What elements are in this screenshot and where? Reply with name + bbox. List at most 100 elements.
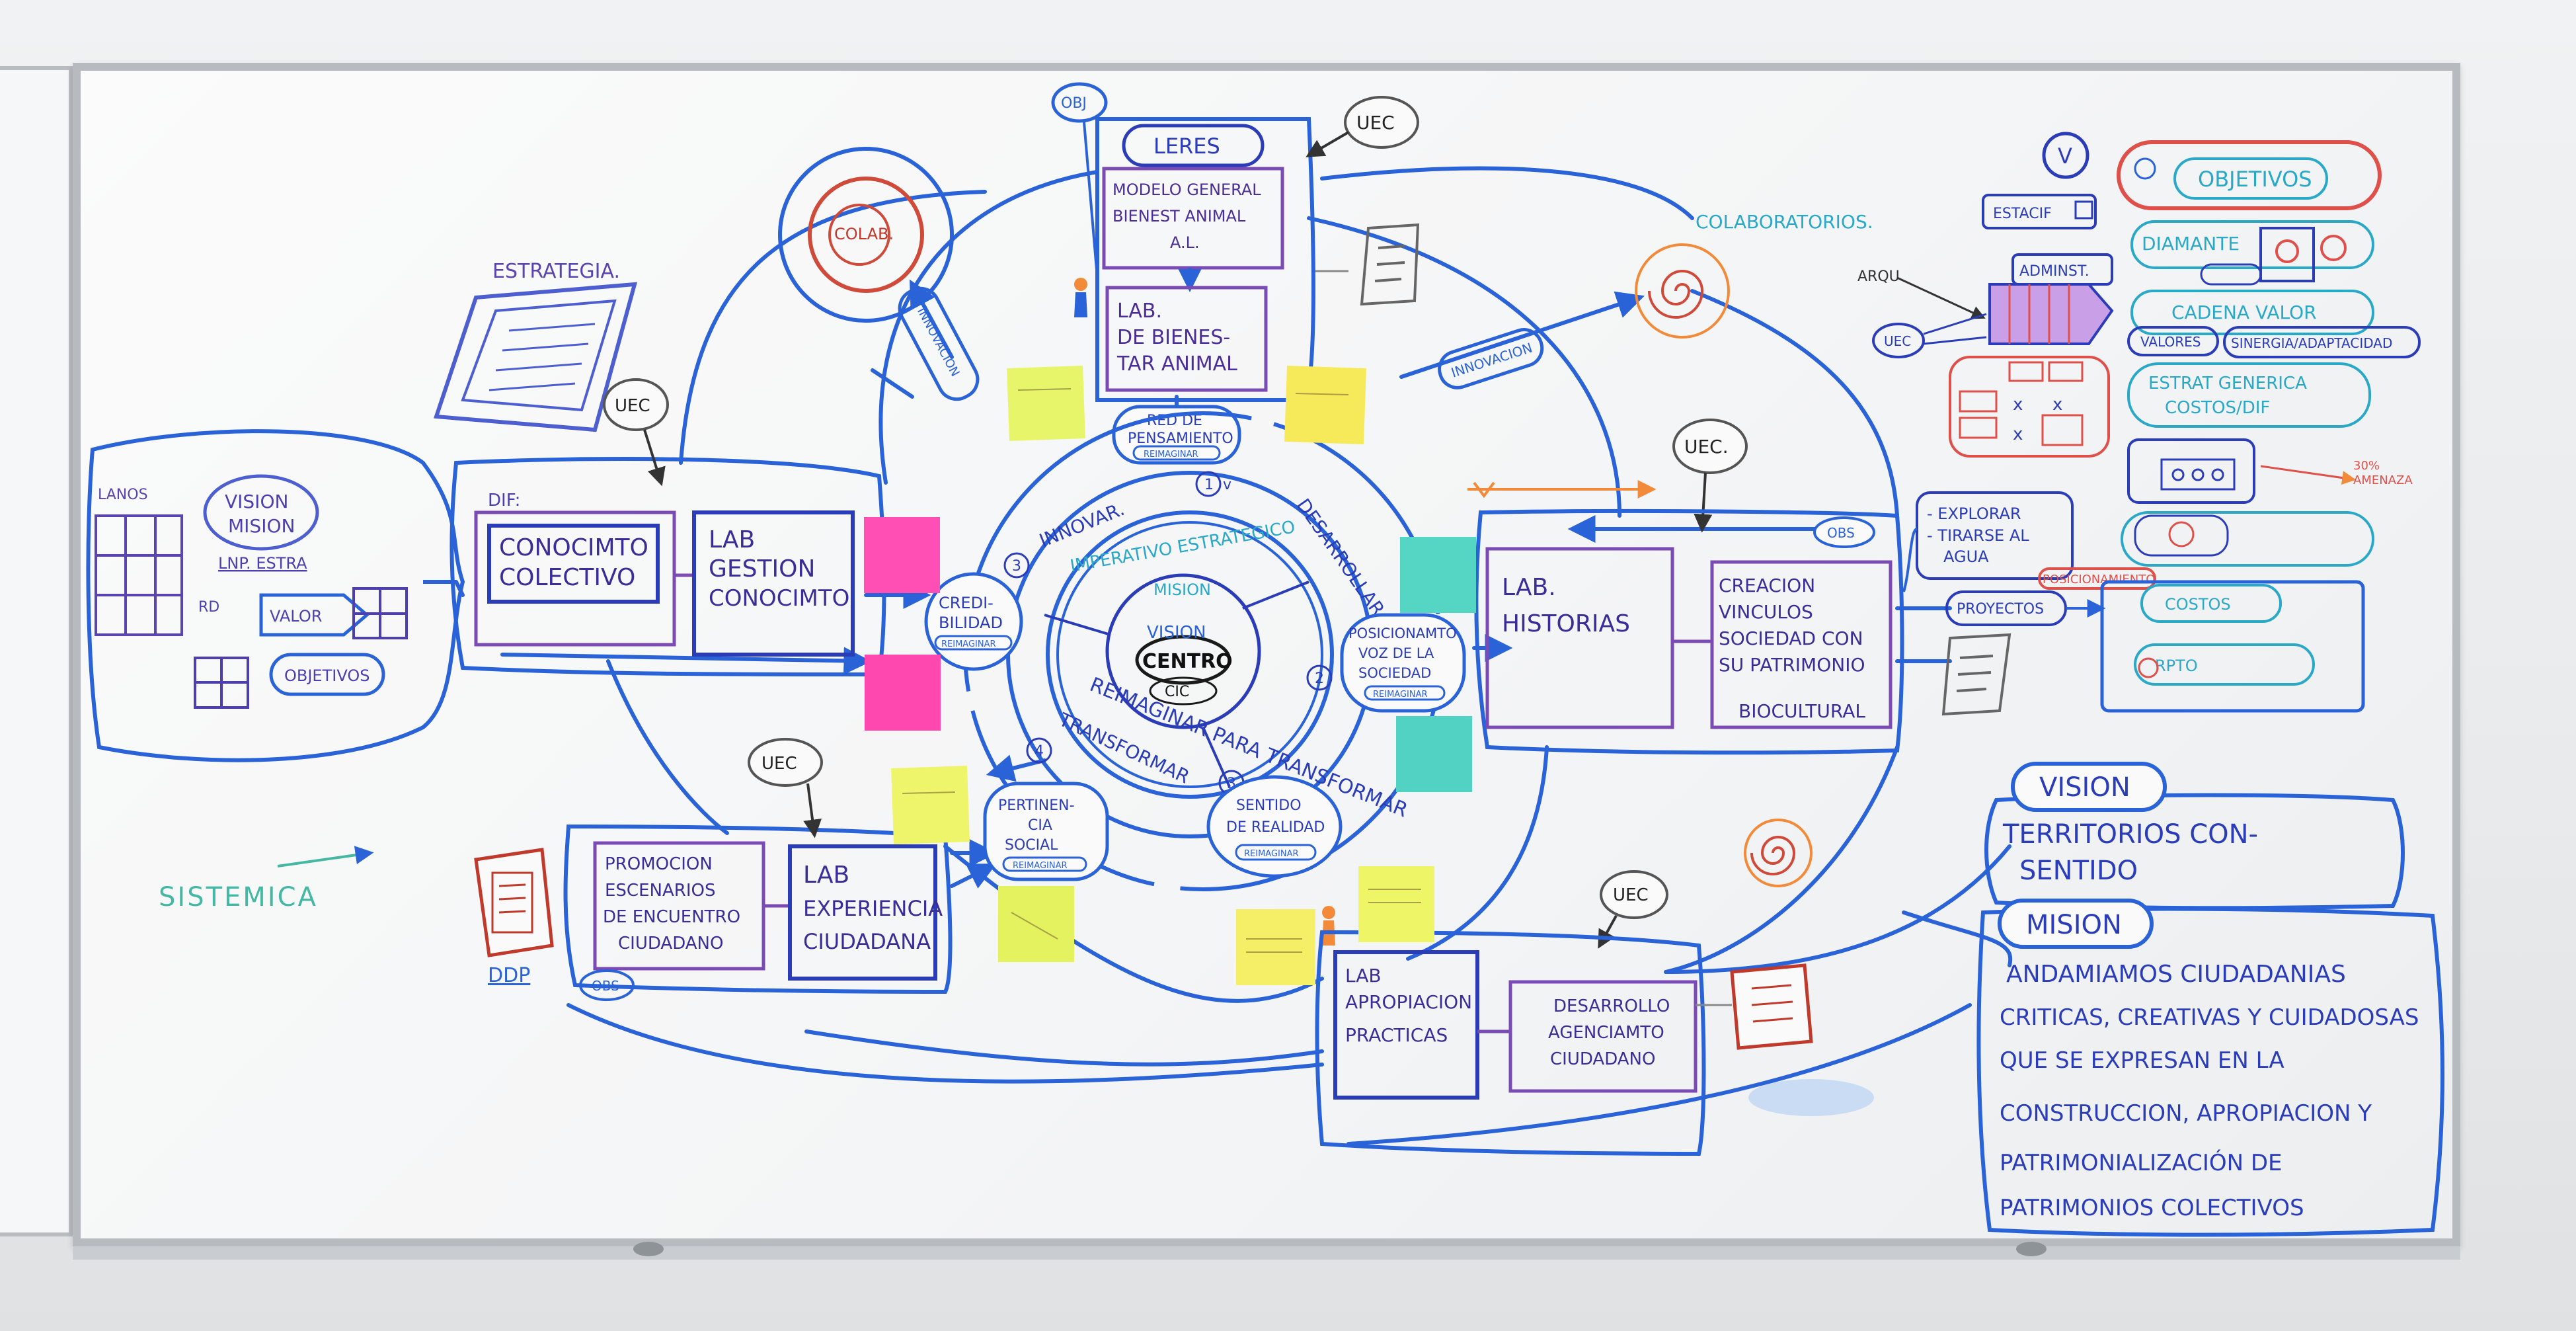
sticky-note-yellow [1236, 909, 1315, 985]
whiteboard [73, 63, 2460, 1246]
explorar-line-2: - TIRARSE AL [1927, 526, 2029, 545]
explorar-line-3: AGUA [1943, 547, 1989, 566]
posicionamiento-line-1: POSICIONAMTO [1348, 625, 1457, 641]
num-1: 1 [1204, 477, 1214, 493]
costos-label: COSTOS [2165, 595, 2231, 614]
person-icon [1074, 278, 1087, 317]
mision-box-line-2: CRITICAS, CREATIVAS Y CUIDADOSAS [2000, 1004, 2419, 1031]
cic-label: CIC [1165, 684, 1189, 700]
sistemica-label: SISTEMICA [159, 882, 318, 912]
dif-label: DIF: [488, 491, 520, 510]
sticky-notes [864, 365, 1476, 985]
creacion-line-3: SOCIEDAD CON [1719, 627, 1863, 649]
lab-bienestar-line-2: DE BIENES- [1117, 326, 1230, 349]
matrix-icon [194, 587, 408, 709]
red-note-right-2: AMENAZA [2353, 473, 2413, 487]
right-panel: V OBJETIVOS ESTACIF ARQU ADMINST. UEC DI… [1857, 132, 2421, 713]
sticky-note-yellow [1358, 866, 1434, 942]
lab-gestion-label-3: CONOCIMTO [709, 585, 849, 612]
leres-box: LERES MODELO GENERAL BIENEST ANIMAL A.L.… [1095, 117, 1315, 402]
historias-box: OBS LAB. HISTORIAS CREACION VINCULOS SOC… [1474, 508, 1904, 755]
apropiacion-box: LAB APROPIACION PRACTICAS DESARROLLO AGE… [1315, 930, 1706, 1156]
desarrollar-label: DESARROLLAR [1292, 495, 1389, 620]
pertinencia-sub: REIMAGINAR [1013, 861, 1068, 871]
sticky-note-pink [865, 655, 941, 731]
sticky-note-yellow [891, 766, 970, 844]
num-2: 2 [1315, 670, 1324, 687]
proyectos-label: PROYECTOS [1957, 601, 2044, 618]
estrategia-label: ESTRATEGIA. [492, 260, 620, 283]
uec-bubble-4: UEC [1598, 870, 1668, 949]
dif-box: DIF: CONOCIMTO COLECTIVO LAB GESTION CON… [449, 457, 886, 677]
mision-box-line-6: PATRIMONIOS COLECTIVOS [2000, 1195, 2304, 1221]
sinergia-label: SINERGIA/ADAPTACIDAD [2231, 335, 2392, 351]
uec-label: UEC [1613, 885, 1649, 905]
lab-experiencia-line-1: LAB [803, 862, 849, 889]
sentido-line-1: SENTIDO [1236, 797, 1302, 814]
sticky-note-teal [1400, 537, 1476, 613]
conocimto-label: CONOCIMTO [499, 534, 648, 561]
uec-label: UEC [761, 754, 797, 774]
lab-apropiacion-line-1: LAB [1345, 965, 1382, 987]
estrategia-document: ESTRATEGIA. [433, 260, 638, 432]
mision-box-title: MISION [2026, 910, 2122, 940]
eraser-smudge [1748, 1079, 1874, 1116]
uec-bubble-top: UEC [1306, 96, 1419, 157]
pertinencia-node: PERTINEN- CIA SOCIAL REIMAGINAR [983, 782, 1109, 881]
v-label: V [2058, 143, 2072, 169]
obj-bubble: OBJ [1051, 82, 1108, 278]
uec-label: UEC. [1684, 436, 1729, 458]
creacion-line-5: BIOCULTURAL [1738, 700, 1865, 722]
sticky-note-yellow [1007, 366, 1085, 441]
leres-label: LERES [1153, 134, 1220, 159]
posicionamiento-node: POSICIONAMTO VOZ DE LA SOCIEDAD REIMAGIN… [1340, 613, 1466, 713]
bottom-left-box: PROMOCION ESCENARIOS DE ENCUENTRO CIUDAD… [563, 824, 953, 1001]
num-3-left: 3 [1012, 558, 1021, 575]
promocion-line-4: CIUDADANO [618, 934, 723, 953]
desarrollo-line-1: DESARROLLO [1553, 996, 1670, 1016]
sentido-line-2: DE REALIDAD [1226, 819, 1325, 836]
adjacent-whiteboard [0, 66, 73, 1236]
lab-historias-line-2: HISTORIAS [1502, 610, 1630, 637]
lnp-estra-label: LNP. ESTRA [218, 554, 307, 573]
diamante-label: DIAMANTE [2142, 233, 2240, 255]
creacion-line-4: SU PATRIMONIO [1719, 654, 1865, 676]
lab-historias-line-1: LAB. [1502, 574, 1556, 601]
red-note-right: 30% [2353, 459, 2380, 473]
ddp-label: DDP [488, 964, 530, 987]
lab-gestion-label-2: GESTION [709, 555, 815, 583]
uec-label: UEC [615, 396, 650, 416]
colab-target: COLAB. [778, 147, 954, 323]
uec-label: UEC [1356, 112, 1395, 134]
innovacion-label: INNOVACION [914, 305, 962, 379]
sticky-note-yellow [998, 886, 1074, 962]
lab-experiencia-line-2: EXPERIENCIA [803, 896, 943, 921]
person-icon-2 [1322, 906, 1335, 946]
doc-icon-right [1941, 633, 2011, 716]
pertinencia-line-3: SOCIAL [1005, 837, 1058, 854]
promocion-line-1: PROMOCION [605, 854, 713, 874]
ddp-document: DDP [474, 848, 554, 987]
red-sub-label: REIMAGINAR [1144, 450, 1198, 460]
objetivos-label: OBJETIVOS [284, 666, 370, 685]
lab-apropiacion-line-3: PRACTICAS [1345, 1024, 1448, 1046]
modelo-line-1: MODELO GENERAL [1112, 181, 1261, 199]
modelo-line-3: A.L. [1170, 233, 1200, 252]
obs-label-left: OBS [592, 978, 619, 994]
doc-icon-bottom-right [1696, 963, 1813, 1050]
magnet [633, 1242, 664, 1256]
rd-note: RD [198, 599, 219, 616]
centro-label: CENTRO [1142, 650, 1233, 673]
posicionamiento-right-label: POSICIONAMIENTO [2043, 573, 2155, 586]
orange-mark [1473, 481, 1495, 499]
colab-label: COLAB. [834, 225, 894, 243]
colectivo-label: COLECTIVO [499, 564, 635, 591]
sticky-note-yellow [1284, 365, 1366, 445]
sticky-note-teal [1396, 716, 1472, 792]
uec-bubble-3: UEC. [1672, 419, 1748, 533]
valores-label: VALORES [2140, 334, 2201, 350]
rpto-label: RPTO [2155, 657, 2198, 675]
lab-apropiacion-line-2: APROPIACION [1345, 991, 1472, 1013]
